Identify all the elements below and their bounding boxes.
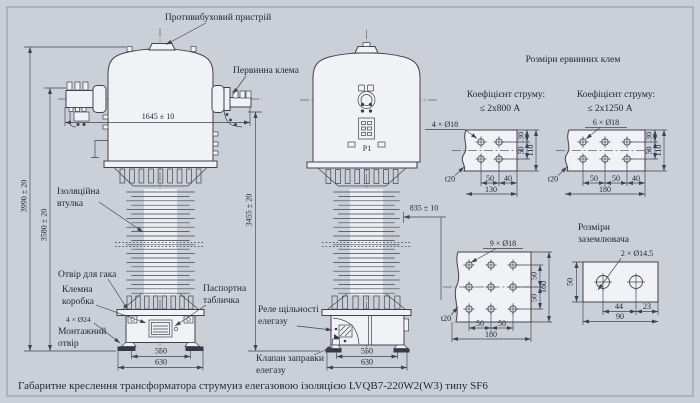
dim-9-v1: 50: [530, 272, 539, 280]
drain-pipe: [91, 140, 108, 158]
label-t20-800: t20: [445, 175, 455, 184]
top-fins-side: [325, 169, 399, 184]
label-relay-1: Реле щільності: [258, 305, 319, 315]
dim-base-inner-side: 550: [361, 347, 373, 356]
label-mount-2: отвір: [58, 339, 79, 349]
dim-ground-h1: 44: [615, 302, 623, 311]
dim-800-h2: 40: [504, 174, 512, 183]
label-holes-1250: 6 × Ø18: [593, 118, 619, 127]
side-view-dimensions: [248, 111, 446, 371]
label-current-coef-800-2: ≤ 2x800 А: [480, 104, 521, 114]
label-relay-2: елегазу: [258, 317, 288, 327]
dim-800-v2: 50: [517, 147, 526, 155]
label-mount-qty: 4 × Ø24: [66, 315, 91, 324]
dim-height-total: 3990 ± 20: [20, 180, 29, 212]
label-current-coef-1250-1: Коефіцієнт струму:: [577, 89, 655, 100]
dim-1250-h1: 50: [590, 174, 598, 183]
insulation-bushing-side: [333, 191, 400, 294]
label-nameplate-1: Паспортна: [203, 284, 247, 294]
label-holes-9: 9 × Ø18: [490, 239, 516, 248]
dim-ground-ht: 90: [616, 312, 624, 321]
drawing-frame: [6, 6, 694, 397]
front-view-drawing: [58, 28, 262, 353]
label-nameplate-2: табличка: [203, 295, 240, 306]
mounting-foot: [393, 348, 410, 353]
dim-9-vt: 160: [539, 281, 548, 293]
dim-1250-ht: 180: [599, 185, 611, 194]
dim-800-v1: 30: [517, 132, 526, 140]
dim-ground-v: 50: [566, 278, 575, 286]
label-insulation-2: втулка: [57, 199, 84, 209]
dim-9-h1: 50: [476, 319, 484, 328]
nameplate: [148, 319, 179, 338]
terminal-plate-1250: [556, 127, 667, 197]
label-valve-1: Клапан заправки: [256, 354, 324, 364]
mounting-foot: [325, 348, 342, 353]
primary-terminal-left: [65, 81, 107, 128]
caption: Габаритне креслення трансформатора струм…: [18, 380, 488, 392]
dim-800-h1: 50: [486, 174, 494, 183]
dim-1250-v1: 30: [645, 132, 654, 140]
side-view-drawing: [300, 30, 437, 353]
dim-height-mid: 3580 ± 20: [40, 209, 49, 241]
label-mount-1: Монтажний: [58, 326, 106, 337]
label-hook-hole: Отвір для гака: [58, 270, 117, 280]
hook-hole: [130, 317, 135, 322]
dim-800-ht: 130: [485, 185, 497, 194]
label-current-coef-800-1: Коефіцієнт струму:: [467, 89, 545, 100]
label-terminal-box-1: Клемна: [62, 285, 93, 295]
front-view-dimensions: [24, 46, 251, 371]
dim-9-h2: 50: [498, 319, 506, 328]
label-primary-terminal: Первинна клема: [233, 66, 300, 76]
fill-valve: [332, 338, 340, 346]
dim-9-v2: 50: [530, 294, 539, 302]
dim-1250-h2: 50: [612, 174, 620, 183]
ground-title-2: заземлювача: [578, 235, 630, 245]
label-t20-1250: t20: [548, 175, 558, 184]
ground-title-1: Розміри: [578, 223, 610, 233]
dim-height-mid-side: 3455 ± 20: [245, 194, 254, 226]
dim-ground-h2: 23: [643, 302, 651, 311]
label-valve-2: елегазу: [256, 366, 286, 376]
panel-title: Розміри ервинних клем: [526, 55, 621, 65]
label-current-coef-1250-2: ≤ 2x1250 А: [587, 104, 632, 114]
secondary-fittings: [347, 84, 386, 148]
dim-1250-v2: 50: [645, 147, 654, 155]
label-holes-800: 4 × Ø18: [432, 120, 458, 129]
dim-base-outer: 630: [155, 358, 167, 367]
dim-base-inner: 550: [155, 347, 167, 356]
density-relay: [332, 317, 360, 346]
dim-800-vt: 110: [526, 145, 535, 157]
dim-1250-vt: 110: [654, 145, 663, 157]
dim-1250-h3: 40: [632, 174, 640, 183]
label-holes-ground: 2 × Ø14.5: [621, 249, 653, 258]
dim-terminal-span: 1645 ± 10: [142, 112, 174, 121]
grounding-plate: [572, 258, 659, 325]
mounting-foot: [185, 346, 204, 351]
top-fins: [119, 168, 202, 184]
label-insulation-1: Ізоляційна: [57, 186, 100, 197]
terminal-plate-9hole: [443, 248, 552, 342]
label-t20-9: t20: [441, 314, 451, 323]
primary-terminal-right: [211, 85, 252, 128]
label-p1: P1: [363, 144, 371, 153]
dim-base-outer-side: 630: [361, 358, 373, 367]
label-terminal-box-2: коробка: [62, 296, 95, 307]
label-explosion-device: Противибуховий пристрій: [165, 12, 271, 23]
front-view-leaders: [93, 22, 247, 344]
explosion-device: [148, 43, 176, 51]
mounting-foot: [117, 346, 136, 351]
terminal-plate-800: [425, 129, 539, 197]
dim-offset: 835 ± 10: [410, 204, 438, 213]
dim-9-ht: 180: [485, 330, 497, 339]
